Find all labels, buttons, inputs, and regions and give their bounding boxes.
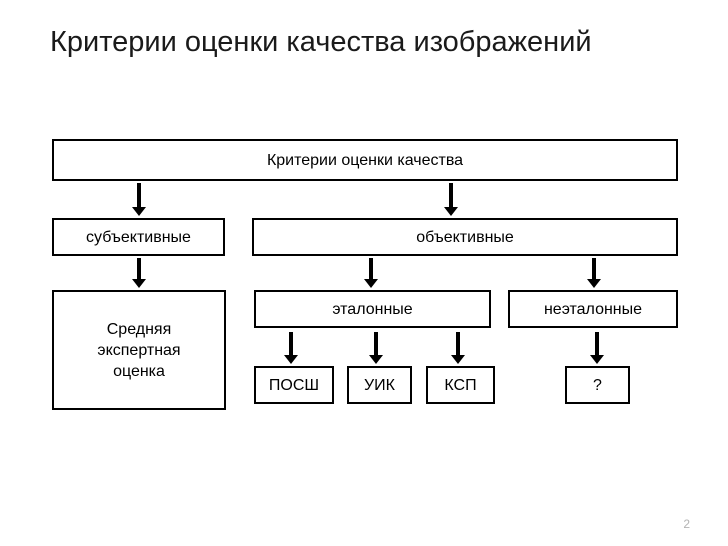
mean-expert-score-line-3: оценка xyxy=(113,362,165,380)
arrow-reference-to-csp xyxy=(451,332,465,364)
diagram-node-subjective: субъективные xyxy=(52,218,225,256)
arrow-root-to-objective xyxy=(444,183,458,216)
page-title: Критерии оценки качества изображений xyxy=(50,26,592,58)
arrow-reference-to-ssim xyxy=(369,332,383,364)
diagram-node-csp: КСП xyxy=(426,366,495,404)
diagram-node-no-reference: неэталонные xyxy=(508,290,678,328)
diagram-node-ssim: УИК xyxy=(347,366,412,404)
diagram-node-psnr: ПОСШ xyxy=(254,366,334,404)
arrow-reference-to-psnr xyxy=(284,332,298,364)
arrow-objective-to-reference xyxy=(364,258,378,288)
arrow-root-to-subjective xyxy=(132,183,146,216)
mean-expert-score-line-2: экспертная xyxy=(97,341,181,359)
arrow-objective-to-no-reference xyxy=(587,258,601,288)
page-number: 2 xyxy=(683,517,690,531)
arrow-subjective-to-mean-expert-score xyxy=(132,258,146,288)
arrow-no-reference-to-unknown xyxy=(590,332,604,364)
diagram-node-unknown: ? xyxy=(565,366,630,404)
diagram-node-mean-expert-score: Средняя экспертная оценка xyxy=(52,290,226,410)
diagram-node-root: Критерии оценки качества xyxy=(52,139,678,181)
mean-expert-score-line-1: Средняя xyxy=(106,320,172,338)
diagram-node-reference: эталонные xyxy=(254,290,491,328)
diagram-node-objective: объективные xyxy=(252,218,678,256)
